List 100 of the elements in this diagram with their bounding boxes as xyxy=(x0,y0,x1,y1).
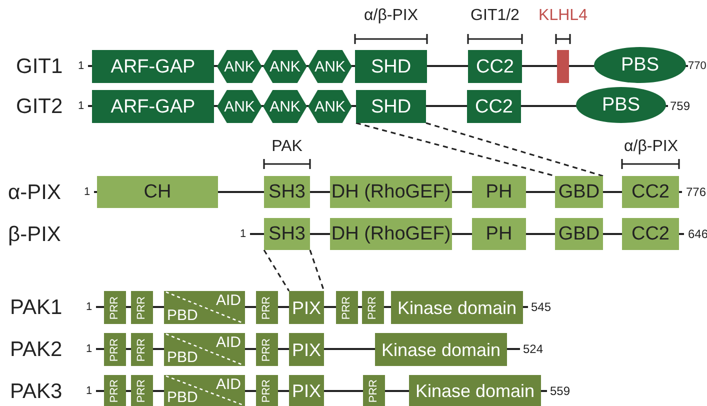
domain-label: PRR xyxy=(262,378,272,402)
domain-box xyxy=(330,176,452,208)
domain-hexagon xyxy=(217,90,262,123)
protein-name: β-PIX xyxy=(8,224,61,244)
domain-box xyxy=(92,90,214,123)
domain-label: PRR xyxy=(136,296,148,320)
protein-name: GIT1 xyxy=(16,56,63,76)
domain-box xyxy=(131,291,153,324)
residue-number: 524 xyxy=(523,343,544,355)
domain-box xyxy=(97,176,218,208)
domain-box xyxy=(289,375,324,406)
domain-label: Kinase domain xyxy=(415,382,535,400)
domain-label: PRR xyxy=(368,296,378,320)
domain-label: SH3 xyxy=(268,224,306,244)
protein-name: PAK2 xyxy=(10,338,62,360)
domain-box xyxy=(555,176,603,208)
domain-label: PIX xyxy=(292,340,321,358)
domain-hexagon xyxy=(263,50,307,83)
domain-label: ANK xyxy=(224,59,255,74)
residue-number: 559 xyxy=(550,385,570,397)
domain-box xyxy=(409,375,541,406)
domain-label: PBD xyxy=(167,308,198,323)
domain-label: ANK xyxy=(270,59,300,74)
domain-box xyxy=(104,291,126,324)
domain-box xyxy=(468,50,522,83)
domain-box xyxy=(472,176,526,208)
domain-box xyxy=(256,375,278,406)
domain-label: PBS xyxy=(620,56,660,74)
domain-box xyxy=(104,375,126,406)
domain-hexagon xyxy=(217,50,262,83)
domain-label: CC2 xyxy=(475,97,513,116)
protein-name: GIT2 xyxy=(16,96,63,116)
residue-number: 770 xyxy=(688,60,706,72)
binding-partner-label: α/β-PIX xyxy=(364,8,418,24)
domain-box xyxy=(391,291,523,324)
dashed-connector xyxy=(356,122,556,177)
domain-label: CC2 xyxy=(632,182,670,202)
residue-number: 1 xyxy=(78,100,84,112)
domain-label: AID xyxy=(216,335,241,350)
domain-box xyxy=(104,333,126,366)
domain-box xyxy=(555,218,603,250)
residue-number: 1 xyxy=(240,228,246,240)
domain-box xyxy=(375,333,507,366)
domain-label: PRR xyxy=(136,378,148,402)
domain-label: PRR xyxy=(110,338,120,362)
domain-label: PRR xyxy=(136,338,148,362)
domain-label: PRR xyxy=(110,378,120,402)
binding-site-box xyxy=(557,50,569,83)
domain-box xyxy=(363,375,385,406)
domain-label: AID xyxy=(216,377,241,392)
domain-box xyxy=(256,333,278,366)
domain-label: PBS xyxy=(602,96,640,114)
domain-box xyxy=(256,291,278,324)
domain-label: PBD xyxy=(167,350,198,365)
domain-label: PRR xyxy=(342,296,352,320)
binding-partner-label: PAK xyxy=(272,139,302,155)
domain-label: AID xyxy=(216,293,241,308)
domain-box xyxy=(289,333,324,366)
domain-box xyxy=(131,333,153,366)
domain-label: ANK xyxy=(224,99,255,114)
domain-label: DH (RhoGEF) xyxy=(331,224,451,244)
dashed-connector xyxy=(263,250,290,292)
domain-box xyxy=(472,218,526,250)
domain-label: PRR xyxy=(262,338,272,362)
domain-label: ARF-GAP xyxy=(110,57,196,76)
protein-name: PAK1 xyxy=(10,296,62,318)
domain-label: ARF-GAP xyxy=(110,97,196,116)
binding-partner-label: GIT1/2 xyxy=(470,8,520,24)
residue-number: 1 xyxy=(86,344,92,354)
domain-box xyxy=(264,176,310,208)
residue-number: 1 xyxy=(86,302,92,312)
protein-name: α-PIX xyxy=(8,182,61,202)
binding-partner-label: KLHL4 xyxy=(538,8,588,24)
domain-hexagon xyxy=(263,90,307,123)
domain-box xyxy=(264,218,310,250)
residue-number: 1 xyxy=(86,386,92,396)
domain-label: PRR xyxy=(368,378,380,402)
domain-label: CH xyxy=(144,182,172,202)
domain-label: CC2 xyxy=(476,57,514,76)
domain-label: ANK xyxy=(314,59,346,74)
domain-label: PBD xyxy=(167,390,198,405)
domain-label: Kinase domain xyxy=(381,340,501,358)
domain-label: Kinase domain xyxy=(397,298,517,316)
binding-partner-label: α/β-PIX xyxy=(624,139,678,155)
protein-name: PAK3 xyxy=(10,380,62,402)
domain-box xyxy=(336,291,358,324)
domain-box xyxy=(356,90,426,123)
domain-hexagon xyxy=(308,90,352,123)
domain-box xyxy=(622,176,679,208)
domain-box xyxy=(289,291,324,324)
domain-hexagon xyxy=(308,50,352,83)
domain-box xyxy=(330,218,452,250)
domain-label: ANK xyxy=(270,99,300,114)
domain-box xyxy=(355,50,427,83)
domain-label: CC2 xyxy=(632,224,670,244)
residue-number: 759 xyxy=(670,100,690,112)
domain-label: GBD xyxy=(558,224,600,244)
domain-box xyxy=(467,90,521,123)
domain-box xyxy=(362,291,384,324)
domain-label: DH (RhoGEF) xyxy=(331,182,451,202)
